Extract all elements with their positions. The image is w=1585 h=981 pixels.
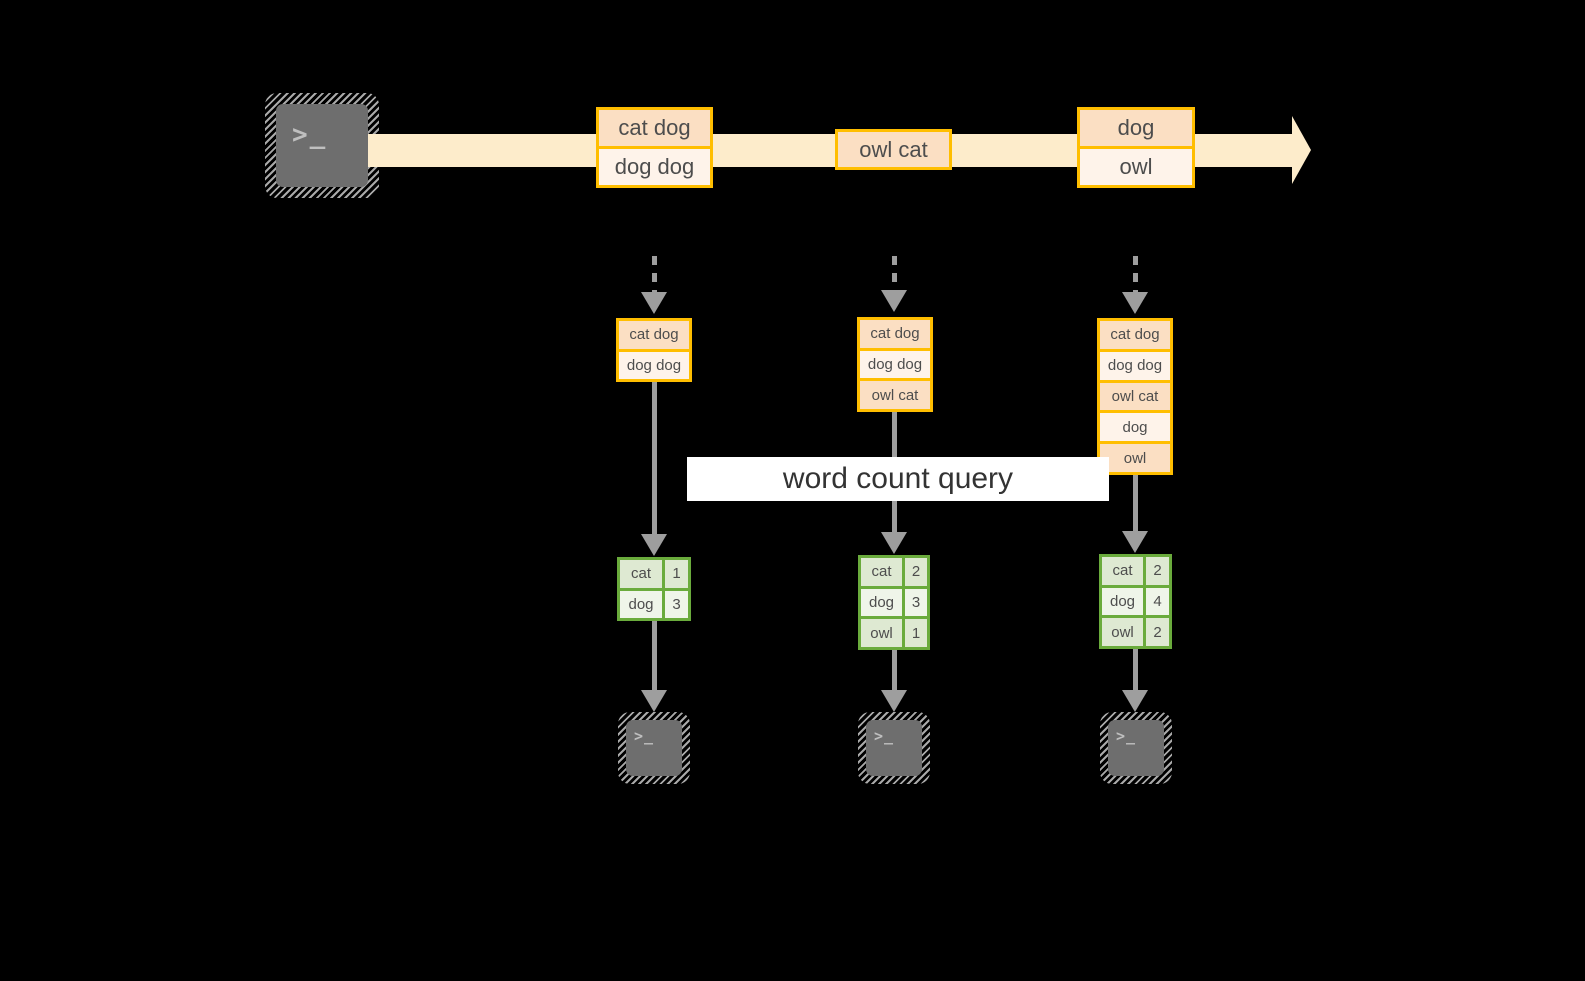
stream-record: cat dog [599, 110, 710, 146]
stream-to-snapshot-connector-1 [652, 256, 657, 298]
result-word: owl [861, 619, 905, 647]
snapshot-row: cat dog [1100, 321, 1170, 349]
terminal-prompt-icon: >_ [634, 727, 655, 745]
stream-to-snapshot-arrowhead-3 [1122, 292, 1148, 314]
result-row: cat 2 [861, 558, 927, 586]
snapshot-table-3: cat dog dog dog owl cat dog owl [1097, 318, 1173, 475]
query-arrowhead-1 [641, 534, 667, 556]
snapshot-row: dog [1100, 410, 1170, 442]
stream-batch-3: dog owl [1077, 107, 1195, 188]
query-label-text: word count query [782, 462, 1014, 495]
snapshot-row: dog dog [860, 347, 930, 379]
stream-to-snapshot-connector-3 [1133, 256, 1138, 298]
result-row: dog 3 [861, 585, 927, 617]
sink-terminal-icon-1 [626, 720, 682, 776]
stream-record: owl [1080, 146, 1192, 185]
sink-arrowhead-2 [881, 690, 907, 712]
query-arrowhead-3 [1122, 531, 1148, 553]
stream-to-snapshot-arrowhead-1 [641, 292, 667, 314]
snapshot-row: dog dog [1100, 348, 1170, 380]
result-count: 4 [1146, 587, 1169, 616]
result-row: dog 3 [620, 587, 688, 618]
result-row: owl 1 [861, 616, 927, 647]
terminal-prompt-icon: >_ [292, 120, 328, 150]
sink-connector-3 [1133, 649, 1138, 693]
event-stream-arrow-head [1292, 116, 1311, 184]
result-word: dog [620, 590, 665, 618]
stream-record: owl cat [838, 132, 949, 167]
snapshot-table-2: cat dog dog dog owl cat [857, 317, 933, 412]
result-count: 2 [1146, 618, 1169, 646]
stream-to-snapshot-arrowhead-2 [881, 290, 907, 312]
result-row: dog 4 [1102, 584, 1169, 616]
sink-arrowhead-1 [641, 690, 667, 712]
stream-batch-1: cat dog dog dog [596, 107, 713, 188]
result-row: cat 2 [1102, 557, 1169, 585]
result-count: 2 [1146, 557, 1169, 585]
snapshot-row: dog dog [619, 348, 689, 379]
stream-record: dog [1080, 110, 1192, 146]
result-word: dog [861, 588, 905, 617]
result-count: 2 [905, 558, 927, 586]
result-count: 3 [665, 590, 688, 618]
sink-terminal-icon-3 [1108, 720, 1164, 776]
result-count: 3 [905, 588, 927, 617]
stream-to-snapshot-connector-2 [892, 256, 897, 298]
terminal-prompt-icon: >_ [874, 727, 895, 745]
query-label-banner: word count query [687, 457, 1109, 501]
result-table-2: cat 2 dog 3 owl 1 [858, 555, 930, 650]
sink-connector-2 [892, 650, 897, 693]
terminal-prompt-icon: >_ [1116, 727, 1137, 745]
snapshot-row: cat dog [860, 320, 930, 348]
snapshot-row: cat dog [619, 321, 689, 349]
result-word: cat [620, 560, 665, 588]
sink-connector-1 [652, 621, 657, 693]
result-word: cat [861, 558, 905, 586]
stream-batch-2: owl cat [835, 129, 952, 170]
result-row: owl 2 [1102, 615, 1169, 646]
snapshot-row: owl cat [1100, 379, 1170, 411]
sink-terminal-icon-2 [866, 720, 922, 776]
result-count: 1 [665, 560, 688, 588]
result-word: owl [1102, 618, 1146, 646]
query-connector-1 [652, 382, 657, 537]
result-word: dog [1102, 587, 1146, 616]
result-table-1: cat 1 dog 3 [617, 557, 691, 621]
source-terminal-icon [276, 104, 368, 187]
result-table-3: cat 2 dog 4 owl 2 [1099, 554, 1172, 649]
snapshot-table-1: cat dog dog dog [616, 318, 692, 382]
stream-record: dog dog [599, 146, 710, 185]
query-connector-3 [1133, 475, 1138, 537]
snapshot-row: owl cat [860, 378, 930, 409]
sink-arrowhead-3 [1122, 690, 1148, 712]
query-arrowhead-2 [881, 532, 907, 554]
result-word: cat [1102, 557, 1146, 585]
result-row: cat 1 [620, 560, 688, 588]
snapshot-row: owl [1100, 441, 1170, 472]
result-count: 1 [905, 619, 927, 647]
